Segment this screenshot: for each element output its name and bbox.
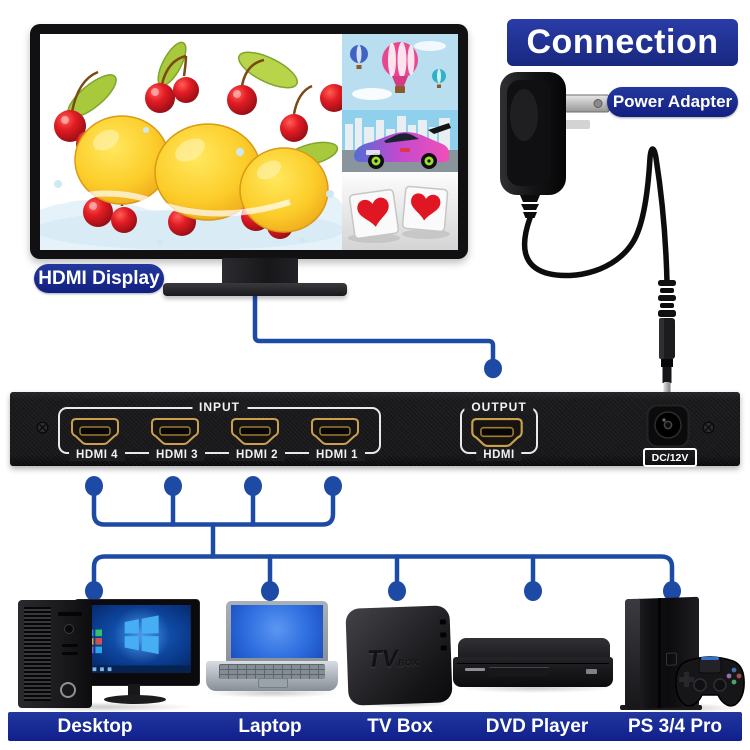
monitor-stand [222,258,298,284]
hdmi-port [231,418,279,445]
tower-vents [24,607,51,701]
hdmi-display-monitor [30,24,468,259]
laptop-display [231,605,323,658]
device-label: PS 3/4 Pro [628,715,722,737]
wire-dot [663,581,681,601]
balloons-image [342,34,458,110]
hdmi-port-label: HDMI 1 [309,449,365,461]
monitor-stand-base [163,283,347,296]
hdmi-port [71,418,119,445]
laptop-screen [226,601,328,662]
connection-banner: Connection [507,19,738,66]
wire-dot [524,581,542,601]
desktop-monitor [74,599,200,686]
hdmi-port [311,418,359,445]
output-hdmi-port [471,418,523,447]
output-group-label: OUTPUT [464,400,534,414]
wire-dot [324,476,342,496]
wire-dots [85,358,681,601]
wire-dot [261,581,279,601]
tv-box-ports [439,619,447,651]
device-label: TV Box [367,715,433,737]
power-adapter [500,72,676,393]
fruit-image [40,34,342,250]
hdmi-display-label: HDMI Display [34,264,164,293]
hearts-image [342,172,458,250]
monitor-screen [40,34,458,250]
device-label: Laptop [238,715,302,737]
brand-logo [60,682,76,698]
hdmi-port-label: HDMI 3 [149,449,205,461]
dvd-groove [457,663,609,664]
ps-seam [657,598,661,709]
hdmi-port-label: HDMI 2 [229,449,285,461]
device-labels-bar: Desktop Laptop TV Box DVD Player PS 3/4 … [8,712,742,741]
dvd-tray-lip [465,668,485,671]
monitor-output-wire [252,293,496,363]
power-adapter-label: Power Adapter [607,87,738,117]
wire-dot [244,476,262,496]
input-group-label: INPUT [192,400,247,414]
device-dvd-player [453,657,613,687]
wire-dot [85,581,103,601]
ps-controller [675,656,745,707]
hdmi-switch-box: INPUT HDMI 4 HDMI 3 HDMI 2 HDMI 1 OUTPUT… [10,392,740,467]
usb-port [62,644,78,647]
wire-dot [85,476,103,496]
power-button [64,624,74,634]
laptop-base [206,661,338,691]
tv-box-text: TVBOX [366,645,420,674]
desktop-monitor-base [104,695,166,704]
usb-port [62,652,78,655]
dc-jack-label: DC/12V [643,448,697,467]
hdmi-port [151,418,199,445]
wire-dot [164,476,182,496]
device-label: DVD Player [485,715,589,737]
dvd-disc-tray [489,667,549,676]
windows-logo-icon [80,605,192,673]
input-wire-bracket [91,484,336,527]
power-cable [521,146,670,285]
dc-plug [658,280,676,393]
desktop-monitor-stand [128,684,140,697]
hdmi-port-label: HDMI 4 [69,449,125,461]
dvd-eject-button [586,669,597,674]
device-tv-box: TVBOX [345,605,453,706]
wire-dot [484,358,502,379]
ps-gloss-panel [625,598,640,710]
car-image [342,110,458,172]
laptop-keyboard [219,664,325,679]
output-port-label: HDMI [476,449,522,461]
optical-drive-slot [58,612,82,616]
input-group: INPUT HDMI 4 HDMI 3 HDMI 2 HDMI 1 [58,400,381,461]
output-group: OUTPUT HDMI [460,400,538,461]
device-label: Desktop [57,715,133,737]
laptop-trackpad [258,678,288,688]
dc-jack [646,404,690,448]
screw-icon [36,421,49,434]
wire-dot [388,581,406,601]
screw-icon [702,421,715,434]
device-wire-bracket [91,554,675,592]
desktop-tower [18,600,92,708]
